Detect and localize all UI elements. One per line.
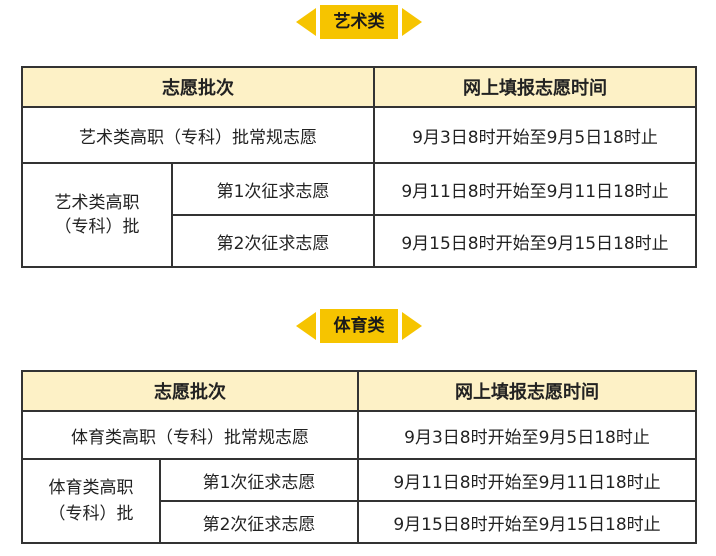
time-cell: 9月3日8时开始至9月5日18时止 xyxy=(373,106,697,164)
header-time: 网上填报志愿时间 xyxy=(357,370,697,412)
table-row: 艺术类高职（专科）批 第1次征求志愿 9月11日8时开始至9月11日18时止 xyxy=(21,162,697,268)
time-cell: 9月3日8时开始至9月5日18时止 xyxy=(357,410,697,460)
table-row: 第2次征求志愿 9月15日8时开始至9月15日18时止 xyxy=(22,500,697,544)
time-cell: 9月15日8时开始至9月15日18时止 xyxy=(357,500,697,544)
header-time: 网上填报志愿时间 xyxy=(373,66,697,108)
schedule-table-sports: 志愿批次 网上填报志愿时间 体育类高职（专科）批常规志愿 9月3日8时开始至9月… xyxy=(21,370,697,544)
batch-cell: 第1次征求志愿 xyxy=(159,458,359,502)
table-header-row: 志愿批次 网上填报志愿时间 xyxy=(21,66,697,108)
schedule-table-art: 志愿批次 网上填报志愿时间 艺术类高职（专科）批常规志愿 9月3日8时开始至9月… xyxy=(21,66,697,268)
section-title: 艺术类 xyxy=(320,5,398,39)
time-cell: 9月11日8时开始至9月11日18时止 xyxy=(357,458,697,502)
batch-cell: 艺术类高职（专科）批常规志愿 xyxy=(21,106,375,164)
batch-cell: 第2次征求志愿 xyxy=(171,214,375,268)
group-label-cell: 艺术类高职（专科）批 xyxy=(21,162,173,268)
arrow-left-icon xyxy=(296,312,316,340)
table-header-row: 志愿批次 网上填报志愿时间 xyxy=(21,370,697,412)
header-batch: 志愿批次 xyxy=(21,66,375,108)
section-banner-art: 艺术类 xyxy=(0,2,716,42)
table-row: 体育类高职（专科）批 第1次征求志愿 9月11日8时开始至9月11日18时止 xyxy=(21,458,697,544)
batch-cell: 第1次征求志愿 xyxy=(171,162,375,216)
batch-cell: 第2次征求志愿 xyxy=(159,500,359,544)
arrow-right-icon xyxy=(402,312,422,340)
table-row: 体育类高职（专科）批常规志愿 9月3日8时开始至9月5日18时止 xyxy=(21,410,697,460)
table-row: 第2次征求志愿 9月15日8时开始至9月15日18时止 xyxy=(22,214,697,268)
group-label-cell: 体育类高职（专科）批 xyxy=(21,458,161,544)
batch-cell: 体育类高职（专科）批常规志愿 xyxy=(21,410,359,460)
arrow-left-icon xyxy=(296,8,316,36)
header-batch: 志愿批次 xyxy=(21,370,359,412)
section-title: 体育类 xyxy=(320,309,398,343)
time-cell: 9月15日8时开始至9月15日18时止 xyxy=(373,214,697,268)
arrow-right-icon xyxy=(402,8,422,36)
section-banner-sports: 体育类 xyxy=(0,306,716,346)
table-row: 艺术类高职（专科）批常规志愿 9月3日8时开始至9月5日18时止 xyxy=(21,106,697,164)
time-cell: 9月11日8时开始至9月11日18时止 xyxy=(373,162,697,216)
